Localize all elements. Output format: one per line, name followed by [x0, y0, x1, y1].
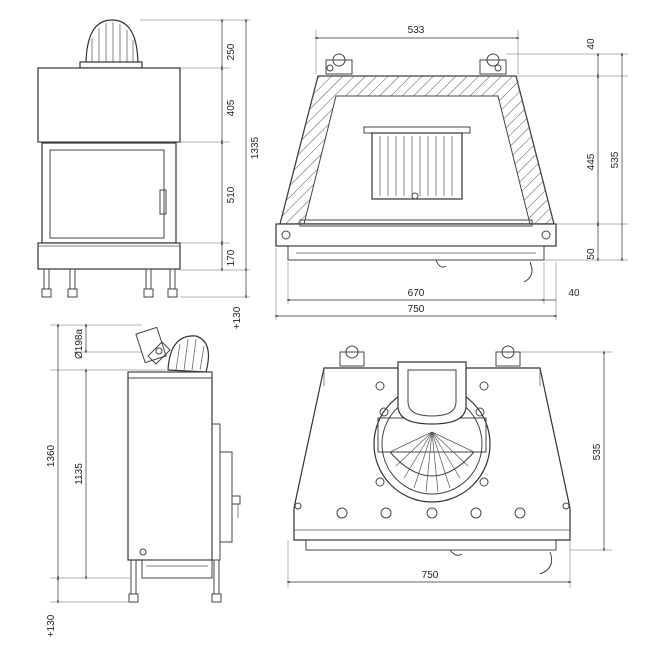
- front-base: [37, 242, 181, 270]
- lower-lugs: [339, 345, 521, 367]
- dim-750-lower: 750: [422, 570, 439, 581]
- dim-40-top: 40: [586, 38, 597, 50]
- dim-1360: 1360: [46, 444, 57, 467]
- front-feet: [41, 268, 178, 298]
- top-view-lower: 535 750: [286, 345, 612, 588]
- front-dimensions: 250 405 510 170 1335 +130: [220, 18, 261, 329]
- lower-dimensions: 535 750: [286, 350, 606, 584]
- fan-assembly: [373, 361, 491, 503]
- dim-plus130-side: +130: [46, 614, 57, 637]
- dim-198a: Ø198a: [74, 329, 85, 359]
- front-hood: [37, 67, 181, 143]
- side-dimensions: Ø198a 1360 1135 +130: [46, 323, 88, 637]
- dim-510: 510: [226, 186, 237, 203]
- dim-1135: 1135: [74, 463, 85, 485]
- dim-405: 405: [226, 99, 237, 116]
- side-feet: [128, 559, 222, 603]
- top-dimensions: 533 40 445 535 50 670 40 750: [274, 25, 624, 318]
- front-view: 250 405 510 170 1335 +130: [37, 18, 261, 329]
- dim-445: 445: [586, 153, 597, 170]
- door-handle: [159, 189, 167, 215]
- dim-1335: 1335: [250, 136, 261, 159]
- grate: [363, 126, 471, 200]
- dim-plus130-front: +130: [232, 306, 243, 329]
- dim-533: 533: [408, 25, 425, 36]
- side-view: Ø198a 1360 1135 +130: [46, 323, 241, 637]
- lower-bolts: [294, 502, 570, 519]
- side-dome: [135, 326, 209, 373]
- front-dome: [79, 19, 143, 69]
- side-body: [127, 371, 213, 561]
- dim-250: 250: [226, 43, 237, 60]
- front-door-frame: [41, 142, 177, 244]
- dim-535-top: 535: [610, 151, 621, 168]
- dim-170: 170: [226, 249, 237, 266]
- dim-50: 50: [586, 248, 597, 260]
- dim-535-lower: 535: [592, 443, 603, 460]
- dim-750-top: 750: [408, 304, 425, 315]
- dim-670: 670: [408, 288, 425, 299]
- top-view-section: 533 40 445 535 50 670 40 750: [274, 25, 628, 320]
- front-door-glass: [49, 149, 165, 239]
- dim-40-side: 40: [568, 288, 580, 299]
- top-lugs: [325, 53, 507, 75]
- top-front-frame: [275, 223, 557, 247]
